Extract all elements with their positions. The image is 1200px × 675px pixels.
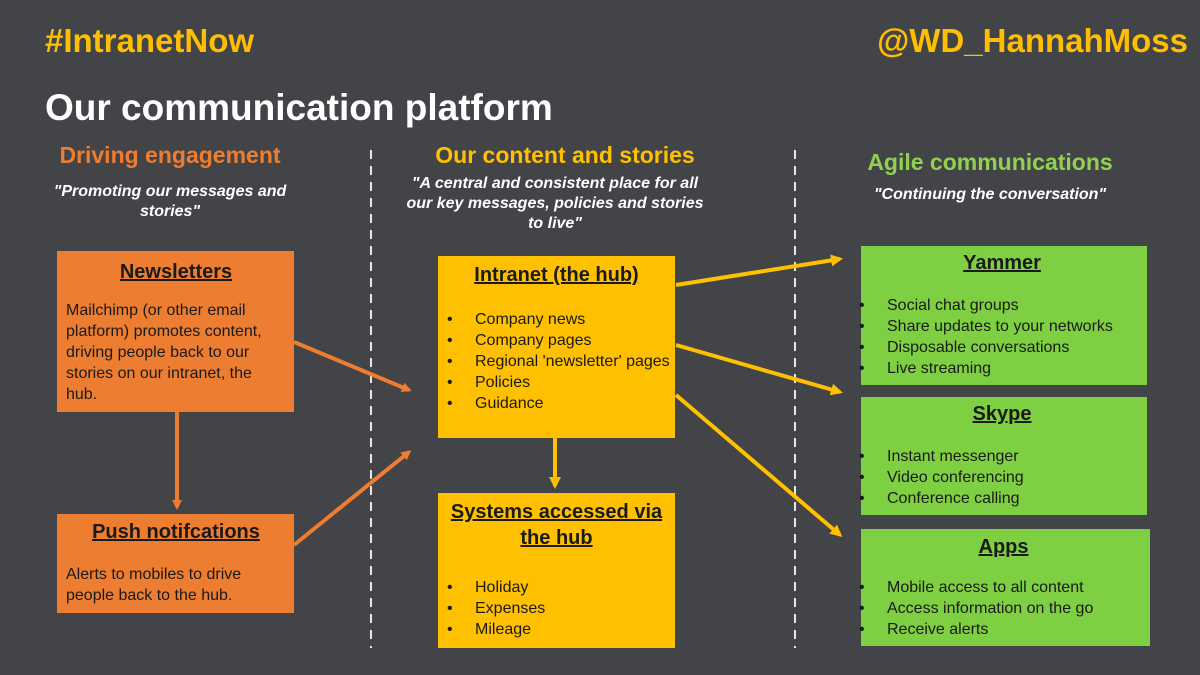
yammer-box: Yammer •Social chat groups •Share update… (859, 246, 1147, 385)
arrow-newsletters-to-intranet (293, 340, 412, 392)
list-item: •Video conferencing (859, 469, 1024, 486)
list-item: •Mobile access to all content (859, 579, 1084, 596)
skype-list: •Instant messenger •Video conferencing •… (850, 446, 1143, 509)
list-item: •Share updates to your networks (859, 318, 1113, 335)
right-column-subtitle: "Continuing the conversation" (873, 186, 1107, 203)
list-item: •Company news (447, 311, 586, 328)
skype-box: Skype •Instant messenger •Video conferen… (859, 397, 1147, 515)
list-item: •Policies (447, 374, 531, 391)
list-item: •Live streaming (859, 360, 992, 377)
list-item: •Access information on the go (859, 600, 1094, 617)
list-item: •Mileage (447, 621, 532, 638)
apps-box: Apps •Mobile access to all content •Acce… (859, 529, 1150, 646)
list-item: •Instant messenger (859, 448, 1019, 465)
arrow-intranet-to-skype (675, 343, 843, 396)
middle-column-heading: Our content and stories (435, 142, 695, 168)
page-title: Our communication platform (45, 87, 553, 128)
list-item: •Holiday (447, 579, 529, 596)
intranet-hub-list: •Company news •Company pages •Regional '… (438, 309, 671, 414)
list-item: •Receive alerts (859, 621, 989, 638)
apps-title: Apps (978, 536, 1029, 558)
list-item: •Social chat groups (859, 297, 1019, 314)
apps-list: •Mobile access to all content •Access in… (850, 577, 1146, 640)
push-notifications-title: Push notifcations (92, 521, 260, 543)
newsletters-box: Newsletters Mailchimp (or other email pl… (57, 251, 294, 412)
arrow-intranet-to-yammer (675, 254, 843, 287)
list-item: •Company pages (447, 332, 592, 349)
newsletters-text: Mailchimp (or other email platform) prom… (66, 302, 262, 403)
arrow-intranet-to-apps (674, 393, 843, 537)
skype-title: Skype (972, 403, 1032, 425)
twitter-handle: @WD_HannahMoss (877, 22, 1188, 59)
list-item: •Regional 'newsletter' pages (447, 353, 670, 370)
yammer-list: •Social chat groups •Share updates to yo… (850, 295, 1143, 379)
newsletters-title: Newsletters (119, 261, 233, 283)
left-column-subtitle: "Promoting our messages and stories" (53, 183, 287, 220)
list-item: •Expenses (447, 600, 546, 617)
list-item: •Disposable conversations (859, 339, 1070, 356)
list-item: •Conference calling (859, 490, 1020, 507)
middle-column-subtitle: "A central and consistent place for all … (406, 175, 704, 232)
push-notifications-box: Push notifcations Alerts to mobiles to d… (57, 514, 294, 613)
systems-box: Systems accessed via the hub •Holiday •E… (438, 493, 675, 648)
list-item: •Guidance (447, 395, 544, 412)
hashtag: #IntranetNow (45, 22, 255, 59)
left-column-heading: Driving engagement (59, 142, 281, 168)
intranet-hub-title: Intranet (the hub) (474, 264, 639, 286)
systems-list: •Holiday •Expenses •Mileage (438, 577, 669, 640)
right-column-heading: Agile communications (867, 149, 1113, 175)
intranet-hub-box: Intranet (the hub) •Company news •Compan… (438, 256, 675, 438)
yammer-title: Yammer (963, 252, 1041, 274)
push-notifications-text: Alerts to mobiles to drive people back t… (66, 566, 242, 604)
arrow-push-to-intranet (292, 450, 412, 547)
systems-title: Systems accessed via the hub (450, 501, 663, 549)
